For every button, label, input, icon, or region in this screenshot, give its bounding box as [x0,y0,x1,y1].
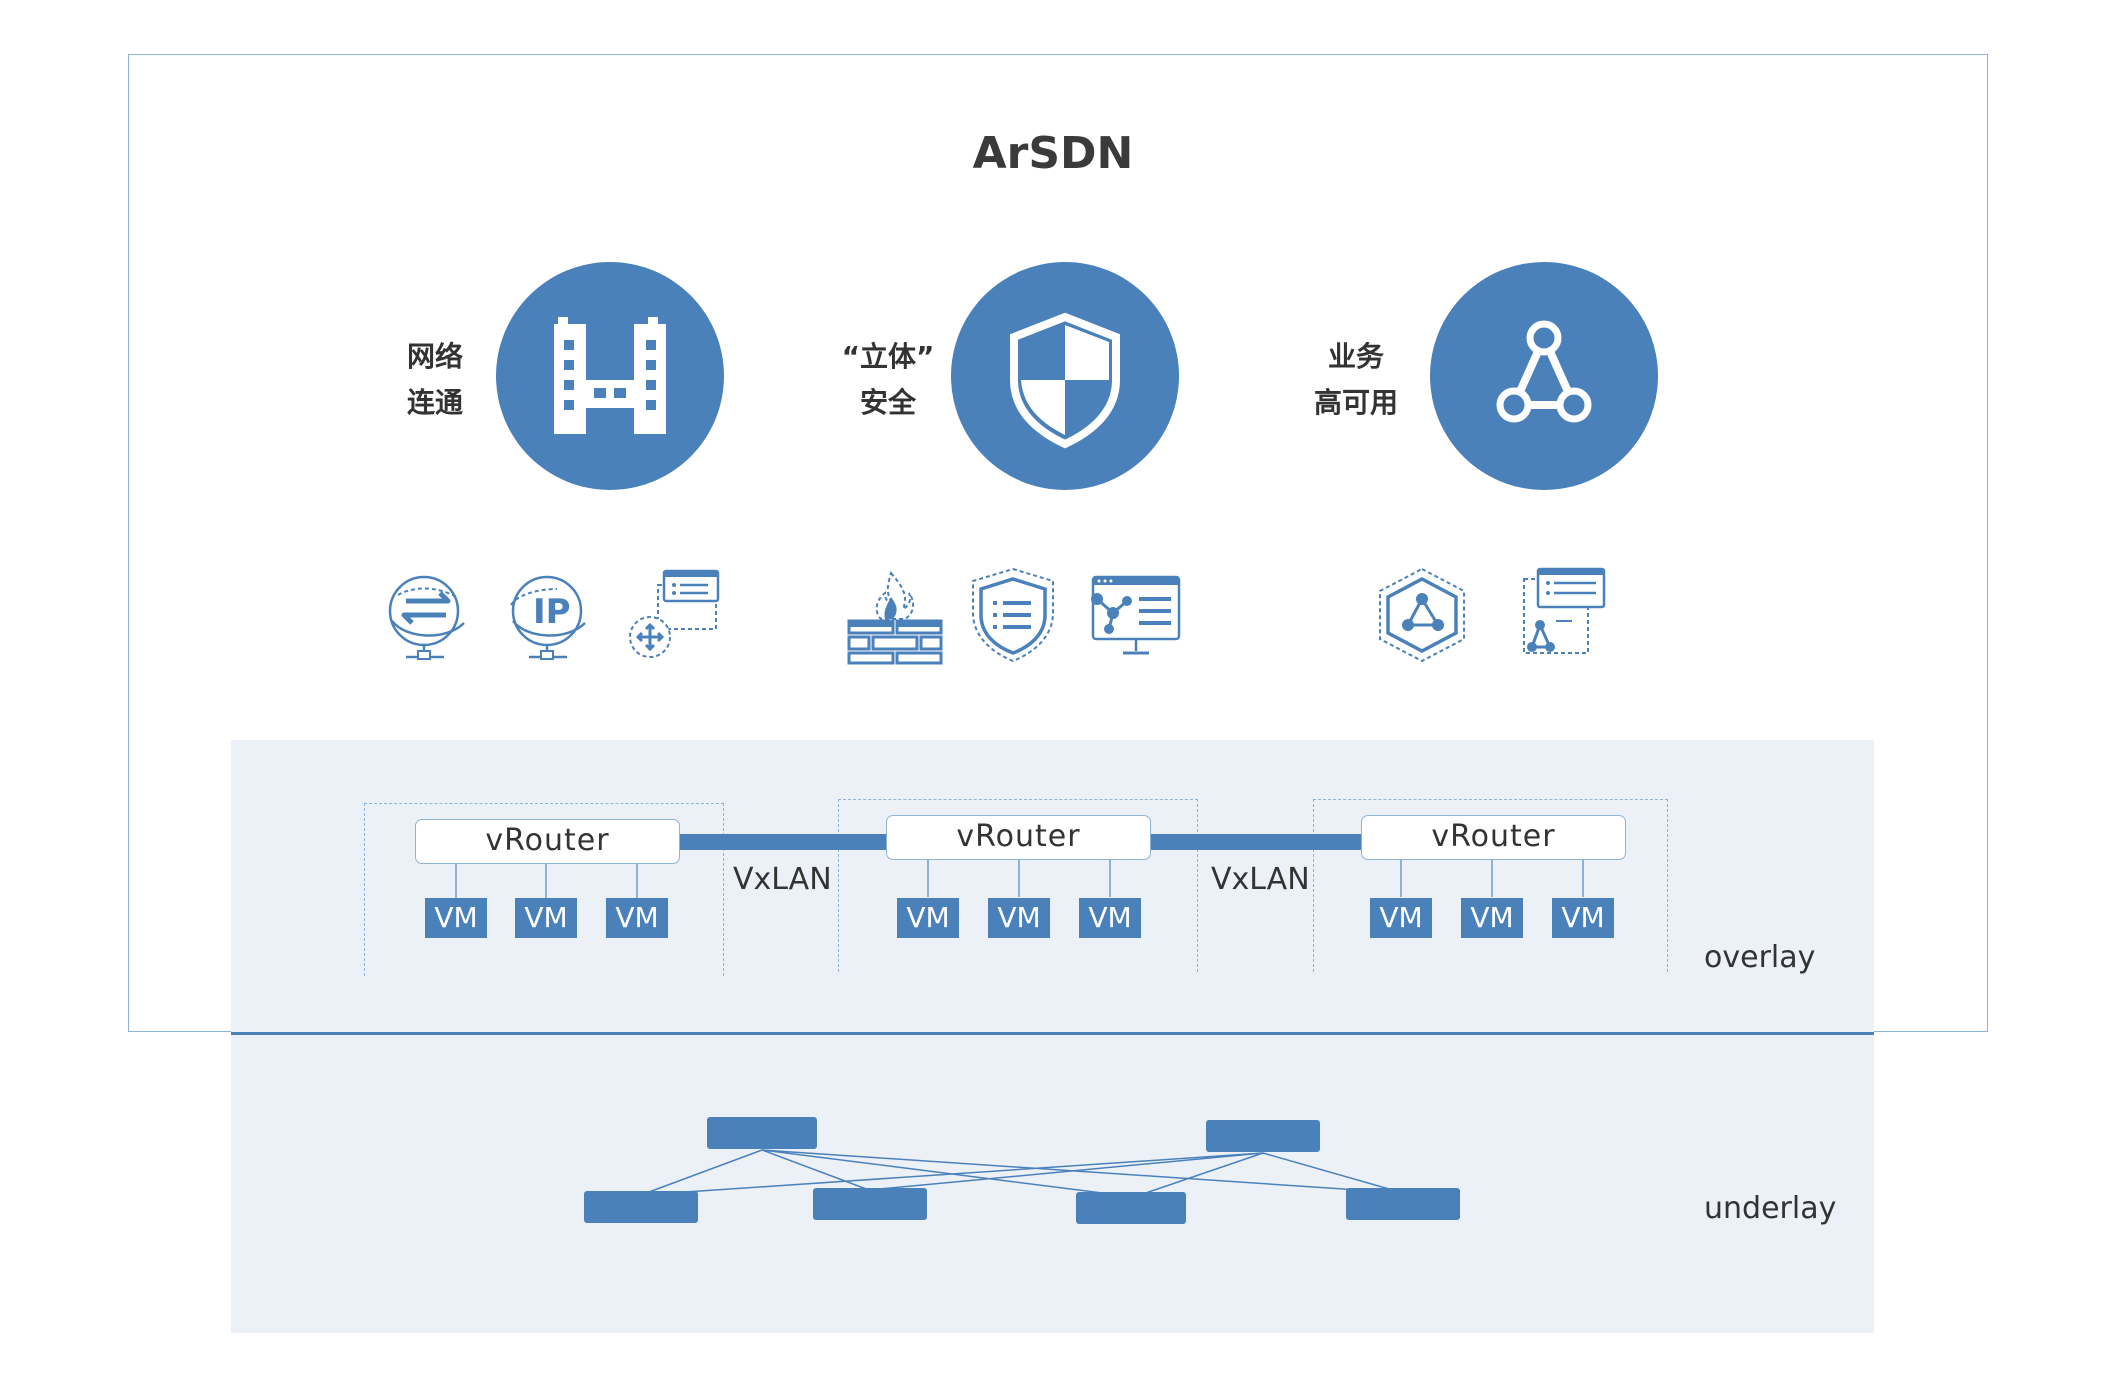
underlay-label: underlay [1704,1191,1837,1226]
layer-divider [231,1032,1874,1035]
leaf-switch-4 [1346,1188,1460,1220]
vrouter-group-1 [364,803,724,976]
vrouter-box: vRouter [886,815,1151,860]
vxlan-tunnel-1 [680,834,890,850]
vrouter-box: vRouter [415,819,680,864]
shield-list-icon [963,565,1063,665]
vxlan-label-1: VxLAN [733,862,832,897]
monitor-topology-icon [1083,565,1183,665]
underlay-band [231,1035,1874,1333]
shield-icon [1010,312,1120,449]
spine-switch-2 [1206,1120,1320,1152]
svg-text:IP: IP [533,592,571,632]
firewall-icon [845,565,945,665]
feature-label-line1: 网络 [406,340,463,373]
vm-connector [455,863,457,901]
vm-box: VM [988,898,1050,938]
vm-box: VM [606,898,668,938]
diagram-title: ArSDN [972,128,1134,179]
vm-connector [927,859,929,897]
overlay-label: overlay [1704,940,1816,975]
building-icon [554,317,666,434]
globe-exchange-icon [376,565,476,665]
feature-label-line2: 安全 [859,386,916,419]
vm-connector [1018,859,1020,897]
vm-connector [1400,859,1402,897]
vm-connector [1491,859,1493,897]
leaf-switch-2 [813,1188,927,1220]
vm-box: VM [1370,898,1432,938]
spine-switch-1 [707,1117,817,1149]
vrouter-box: vRouter [1361,815,1626,860]
vm-connector [545,863,547,901]
vm-box: VM [1079,898,1141,938]
underlay-topology [640,1149,1404,1198]
vm-box: VM [1552,898,1614,938]
feature-circle-connectivity [496,262,724,490]
feature-label-connectivity: 网络 连通 [375,334,495,426]
globe-ip-icon: IP [497,565,597,665]
feature-label-security: “立体” 安全 [828,334,948,426]
feature-label-availability: 业务 高可用 [1296,334,1416,426]
vm-box: VM [515,898,577,938]
cube-nodes-icon [1372,565,1472,665]
feature-label-line2: 高可用 [1313,386,1398,419]
vxlan-tunnel-2 [1151,834,1363,850]
vm-box: VM [897,898,959,938]
vm-box: VM [1461,898,1523,938]
feature-circle-availability [1430,262,1658,490]
overlay-band [231,740,1874,1032]
feature-label-line1: “立体” [841,340,935,373]
triangle-nodes-icon [1496,320,1592,423]
route-config-icon [622,565,722,665]
vrouter-group-3 [1313,799,1668,972]
vm-connector [1582,859,1584,897]
vm-connector [636,863,638,901]
vrouter-group-2 [838,799,1198,972]
feature-label-line2: 连通 [406,386,463,419]
feature-circle-security [951,262,1179,490]
vm-connector [1109,859,1111,897]
leaf-switch-1 [584,1191,698,1223]
document-topology-icon [1512,565,1612,665]
vm-box: VM [425,898,487,938]
vxlan-label-2: VxLAN [1211,862,1310,897]
leaf-switch-3 [1076,1192,1186,1224]
feature-label-line1: 业务 [1327,340,1384,373]
